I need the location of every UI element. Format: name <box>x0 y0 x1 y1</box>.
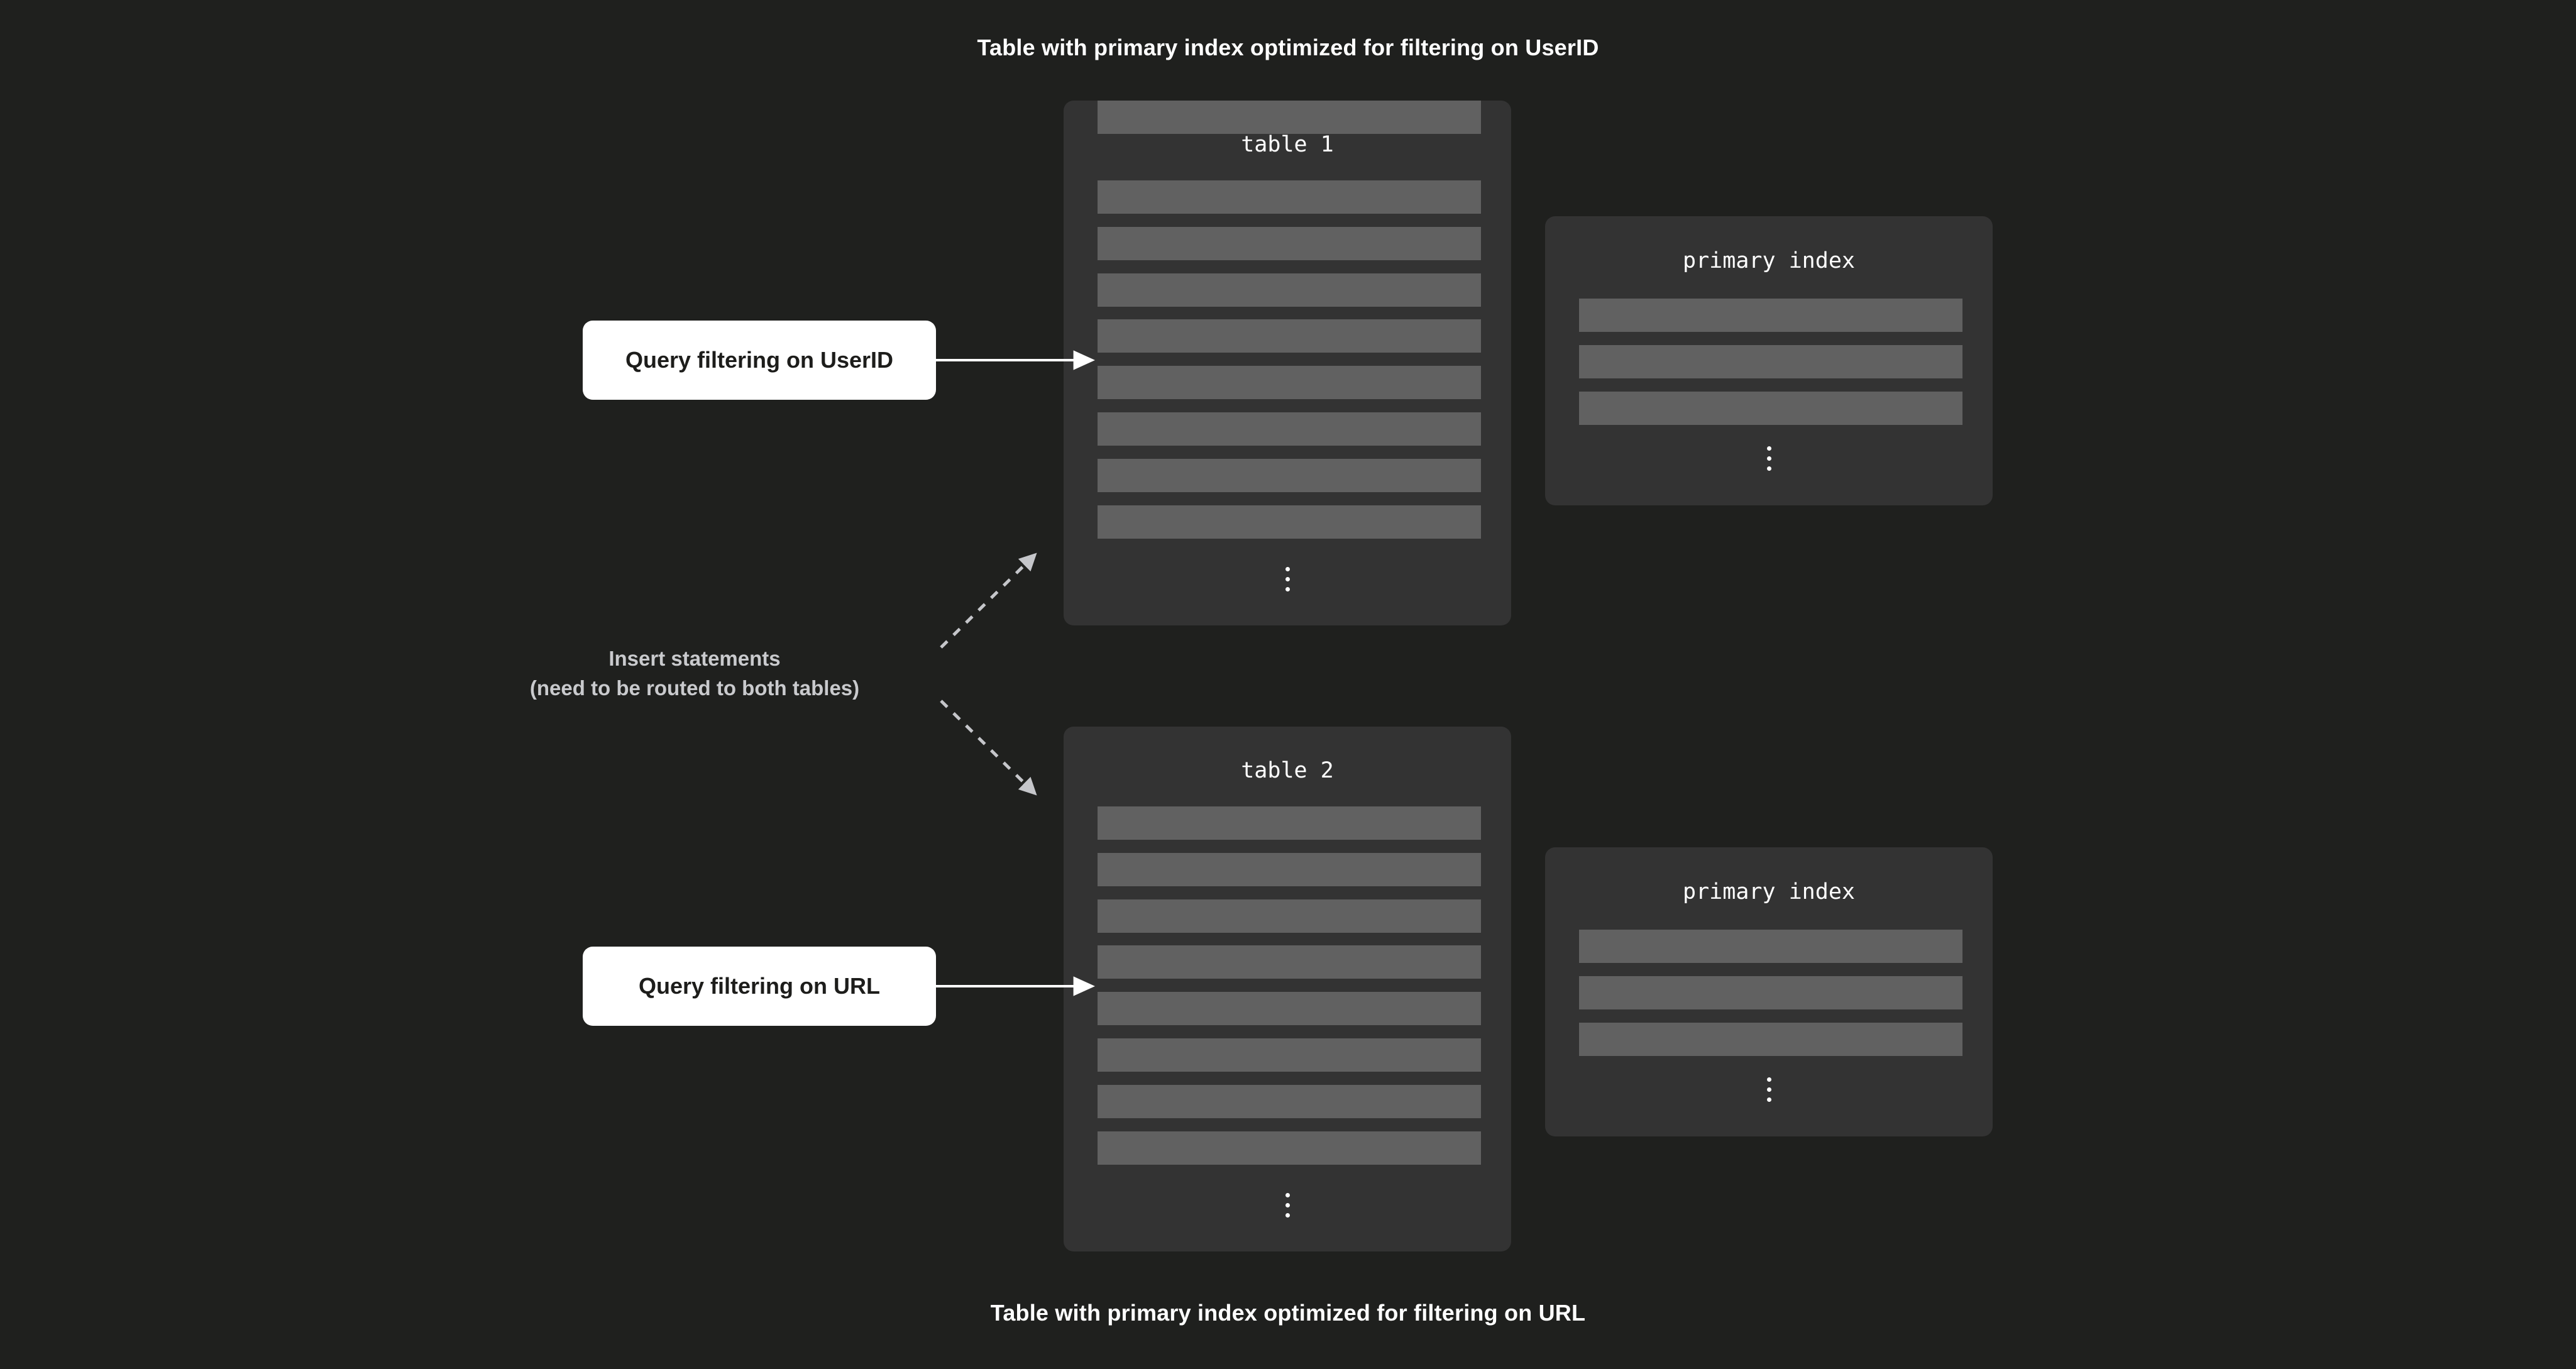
table-1-card: table 1 <box>1064 101 1511 625</box>
index-row <box>1579 299 1962 332</box>
vertical-ellipsis-icon <box>1285 1193 1290 1218</box>
insert-note-line-1: Insert statements <box>608 647 781 670</box>
primary-index-2-title: primary index <box>1683 879 1855 904</box>
table-row <box>1098 1131 1481 1165</box>
bottom-caption: Table with primary index optimized for f… <box>990 1300 1586 1326</box>
dashed-arrow-insert-to-table-2 <box>940 700 1037 796</box>
table-row <box>1098 899 1481 933</box>
table-row <box>1098 273 1481 307</box>
vertical-ellipsis-icon <box>1767 1077 1771 1102</box>
table-row <box>1098 319 1481 353</box>
dashed-arrow-insert-to-table-1 <box>940 553 1037 649</box>
table-row <box>1098 180 1481 214</box>
index-row <box>1579 976 1962 1009</box>
table-row <box>1098 1038 1481 1072</box>
table-2-title: table 2 <box>1241 758 1334 783</box>
query-filtering-on-url-label: Query filtering on URL <box>638 973 880 999</box>
table-row <box>1098 412 1481 446</box>
table-row <box>1098 992 1481 1025</box>
index-row <box>1579 392 1962 425</box>
table-row <box>1098 853 1481 886</box>
table-row <box>1098 1085 1481 1118</box>
index-row <box>1579 1023 1962 1056</box>
table-2-card: table 2 <box>1064 727 1511 1251</box>
primary-index-1-card: primary index <box>1545 216 1993 505</box>
index-row <box>1579 930 1962 963</box>
table-row <box>1098 227 1481 260</box>
insert-note-line-2: (need to be routed to both tables) <box>529 676 860 700</box>
query-filtering-on-url-box[interactable]: Query filtering on URL <box>583 947 936 1026</box>
query-filtering-on-userid-box[interactable]: Query filtering on UserID <box>583 321 936 400</box>
table-row <box>1098 366 1481 399</box>
top-caption: Table with primary index optimized for f… <box>977 35 1599 60</box>
primary-index-1-title: primary index <box>1683 248 1855 273</box>
index-row <box>1579 345 1962 378</box>
table-row <box>1098 945 1481 979</box>
insert-statements-note: Insert statements (need to be routed to … <box>497 644 893 703</box>
query-filtering-on-userid-label: Query filtering on UserID <box>625 347 894 373</box>
vertical-ellipsis-icon <box>1285 567 1290 591</box>
vertical-ellipsis-icon <box>1767 446 1771 471</box>
table-row <box>1098 459 1481 492</box>
table-row <box>1098 101 1481 134</box>
primary-index-2-card: primary index <box>1545 847 1993 1136</box>
table-row <box>1098 505 1481 539</box>
table-row <box>1098 806 1481 840</box>
table-1-title: table 1 <box>1241 132 1334 157</box>
